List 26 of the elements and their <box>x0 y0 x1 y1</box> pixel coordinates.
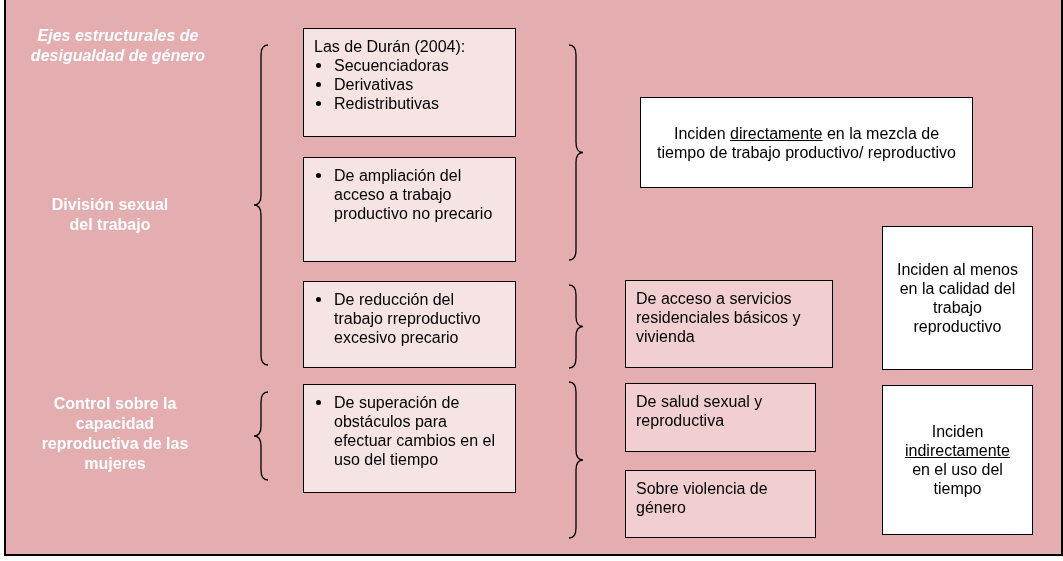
result-box <box>640 97 973 188</box>
policy-box <box>303 157 516 262</box>
list-item: Derivativas <box>334 75 414 94</box>
list-item: De ampliación del acceso a trabajo productivo no precario <box>334 166 494 223</box>
diagram-title: Ejes estructurales de desigualdad de género <box>29 26 207 66</box>
result-box <box>882 226 1033 370</box>
policy-box <box>303 28 516 137</box>
list-item: Redistributivas <box>334 94 439 113</box>
result-box <box>882 385 1033 535</box>
box-text: Inciden al menos en la calidad del trabajo reproductivo <box>897 260 1018 336</box>
box-text: De salud sexual y reproductiva <box>636 392 764 430</box>
box-text: Inciden directamente en la mezcla de tiempo de trabajo productivo/ reproductivo <box>656 123 957 162</box>
axis-label: Control sobre la capacidad reproductiva de las mujeres <box>40 394 190 474</box>
policy-box <box>303 281 516 368</box>
policy-box <box>303 384 516 493</box>
axis-label: División sexual del trabajo <box>50 195 170 235</box>
policy-box <box>625 280 833 368</box>
list-item: Secuenciadoras <box>334 56 449 75</box>
policy-box <box>625 470 816 538</box>
list-item: De reducción del trabajo rreproductivo excesivo precario <box>334 290 482 347</box>
policy-box <box>625 383 816 452</box>
box-heading: Las de Durán (2004): <box>314 37 467 56</box>
box-text: De acceso a servicios residenciales básicos y vivienda <box>636 289 802 346</box>
box-text: Sobre violencia de género <box>636 479 769 517</box>
box-text: Inciden indirectamente en el uso del tiempo <box>904 422 1011 498</box>
list-item: De superación de obstáculos para efectuar cambios en el uso del tiempo <box>334 393 496 469</box>
